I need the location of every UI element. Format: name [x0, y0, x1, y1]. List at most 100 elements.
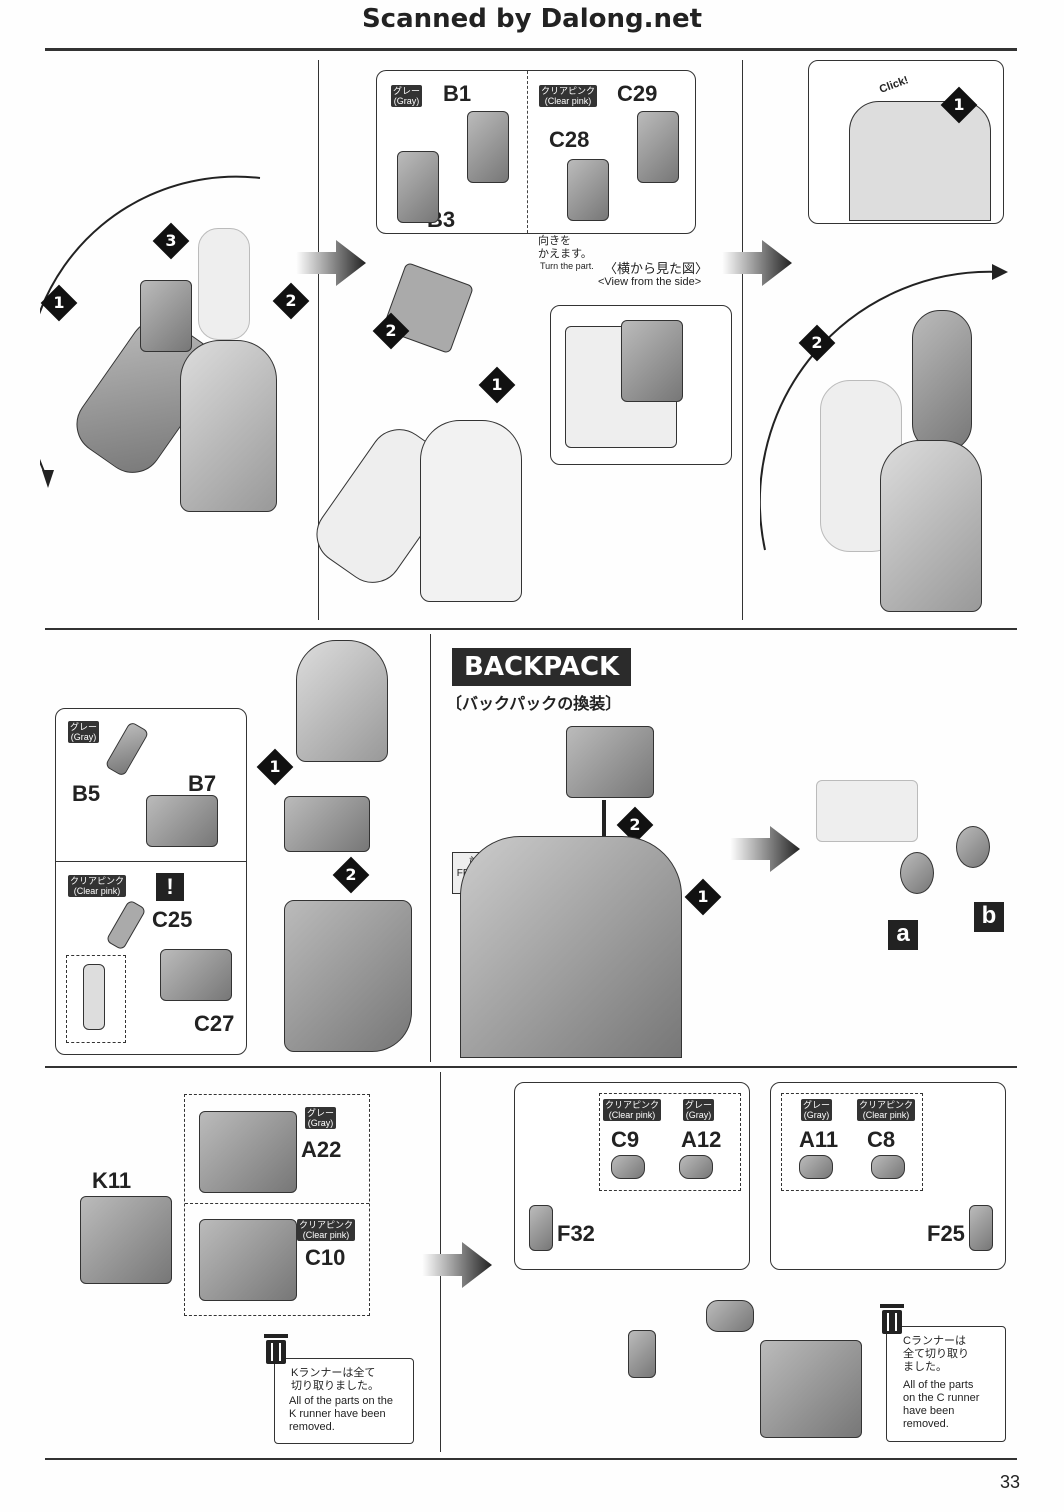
- code-c9: C9: [611, 1127, 640, 1152]
- step-1-badge: 1: [40, 284, 78, 322]
- col-divider-3: [430, 634, 431, 1062]
- trash-icon-2: [880, 1304, 904, 1334]
- part-b: [956, 826, 990, 868]
- code-f32: F32: [557, 1221, 595, 1246]
- p2-step-2-badge: 2: [372, 312, 410, 350]
- code-f25: F25: [927, 1221, 965, 1246]
- k-note-en: All of the parts on the K runner have be…: [289, 1395, 393, 1433]
- part-b3: [397, 151, 439, 223]
- next-arrow-2: [722, 240, 792, 286]
- tip-detail-box: [66, 955, 126, 1043]
- part-c28: [567, 159, 609, 221]
- step-2-badge: 2: [272, 282, 310, 320]
- code-c25: C25: [152, 907, 193, 932]
- part-f32: [529, 1205, 553, 1251]
- gray-pink-parts-panel: グレー (Gray) B5 B7 クリアピンク (Clear pink) ! C…: [55, 708, 247, 1055]
- part-b7: [146, 795, 218, 847]
- bp-step-1-badge: 1: [684, 878, 722, 916]
- step-3-badge: 3: [152, 222, 190, 260]
- clear-pink-tag: クリアピンク (Clear pink): [539, 85, 598, 107]
- shoulder-block: [140, 280, 192, 352]
- c-note-jp: Cランナーは 全て切り取り ました。: [903, 1335, 969, 1373]
- c-note-en: All of the parts on the C runner have be…: [903, 1379, 980, 1430]
- code-a22: A22: [301, 1137, 342, 1162]
- label-a: a: [888, 920, 918, 950]
- parts-inset-panel: グレー (Gray) B1 B3 クリアピンク (Clear pink) C29…: [376, 70, 696, 234]
- torso-back: [460, 836, 682, 1058]
- next-arrow-4: [422, 1242, 492, 1288]
- side-view-jp: 〈横から見た図〉: [604, 261, 709, 276]
- side-view-panel: [550, 305, 732, 465]
- part-f25: [969, 1205, 993, 1251]
- ghost-arm-part: [198, 228, 250, 340]
- part-c8: [871, 1155, 905, 1179]
- left-parts-panel: クリアピンク (Clear pink) グレー (Gray) C9 A12 F3…: [514, 1082, 750, 1270]
- code-b5: B5: [72, 781, 101, 806]
- header-rule: [45, 48, 1017, 51]
- next-arrow-1: [296, 240, 366, 286]
- part-a11: [799, 1155, 833, 1179]
- gray-tag-5: グレー (Gray): [801, 1099, 833, 1121]
- clear-pink-tag-2: クリアピンク (Clear pink): [68, 875, 127, 897]
- col-divider-2: [742, 60, 743, 620]
- tip-detail-part: [83, 964, 105, 1030]
- backpack-title: BACKPACK: [452, 648, 632, 686]
- footer-rule: [45, 1458, 1017, 1460]
- label-b: b: [974, 902, 1004, 932]
- gray-tag-3: グレー (Gray): [305, 1107, 337, 1129]
- right-dashed-box: [781, 1093, 923, 1191]
- code-k11: K11: [92, 1168, 132, 1193]
- c-runner-note: Cランナーは 全て切り取り ました。 All of the parts on t…: [886, 1326, 1006, 1442]
- part-b1: [467, 111, 509, 183]
- next-arrow-3: [730, 826, 800, 872]
- row2-step-1-badge: 1: [256, 748, 294, 786]
- part-c10: [199, 1219, 297, 1301]
- part-b5: [104, 720, 150, 778]
- part-a22: [199, 1111, 297, 1193]
- part-c29: [637, 111, 679, 183]
- code-c29: C29: [617, 81, 658, 106]
- assembly-left-part: [628, 1330, 656, 1378]
- click-detail-panel: Click!: [808, 60, 1004, 224]
- left-dashed-box: [599, 1093, 741, 1191]
- code-c28: C28: [549, 127, 590, 152]
- click-label: Click!: [877, 74, 911, 96]
- page-header: Scanned by Dalong.net: [361, 4, 703, 34]
- part-a12: [679, 1155, 713, 1179]
- gray-tag-4: グレー (Gray): [683, 1099, 715, 1121]
- row-divider-2: [45, 1066, 1017, 1068]
- code-b1: B1: [443, 81, 472, 106]
- turn-note-en: Turn the part.: [540, 261, 594, 271]
- right-parts-panel: グレー (Gray) クリアピンク (Clear pink) A11 C8 F2…: [770, 1082, 1006, 1270]
- shoulder-bottom: [296, 640, 388, 762]
- leg-part: [284, 900, 412, 1052]
- code-c8: C8: [867, 1127, 896, 1152]
- row-divider-1: [45, 628, 1017, 630]
- arm-part-3: [912, 310, 972, 452]
- col-divider-1: [318, 60, 319, 620]
- shoulder-armor-2: [420, 420, 522, 602]
- click-part: [849, 101, 991, 221]
- side-view-grid: [621, 320, 683, 402]
- side-view-en: <View from the side>: [598, 276, 702, 288]
- p2-step-1-badge: 1: [478, 366, 516, 404]
- dashed-divider: [185, 1203, 369, 1204]
- gray-tag-2: グレー (Gray): [68, 721, 100, 743]
- p3-step-1-badge: 1: [940, 86, 978, 124]
- rotation-arc: [40, 175, 261, 488]
- part-k11: [80, 1196, 172, 1284]
- code-a12: A12: [681, 1127, 722, 1152]
- k-note-jp: Kランナーは全て 切り取りました。: [291, 1367, 379, 1392]
- warning-icon: !: [156, 873, 184, 901]
- shoulder-armor-3: [880, 440, 982, 612]
- k-runner-note: Kランナーは全て 切り取りました。 All of the parts on th…: [274, 1358, 414, 1444]
- p3-step-2-badge: 2: [798, 324, 836, 362]
- clear-pink-tag-4: クリアピンク (Clear pink): [603, 1099, 662, 1121]
- turn-note-jp: 向きを かえます。: [538, 235, 592, 260]
- dashed-parts-box: グレー (Gray) A22 クリアピンク (Clear pink) C10: [184, 1094, 370, 1316]
- part-c27: [160, 949, 232, 1001]
- backpack-subtitle: 〔バックパックの換装〕: [446, 696, 622, 713]
- code-c27: C27: [194, 1011, 235, 1036]
- code-a11: A11: [799, 1127, 839, 1152]
- page-number: 33: [1000, 1472, 1021, 1492]
